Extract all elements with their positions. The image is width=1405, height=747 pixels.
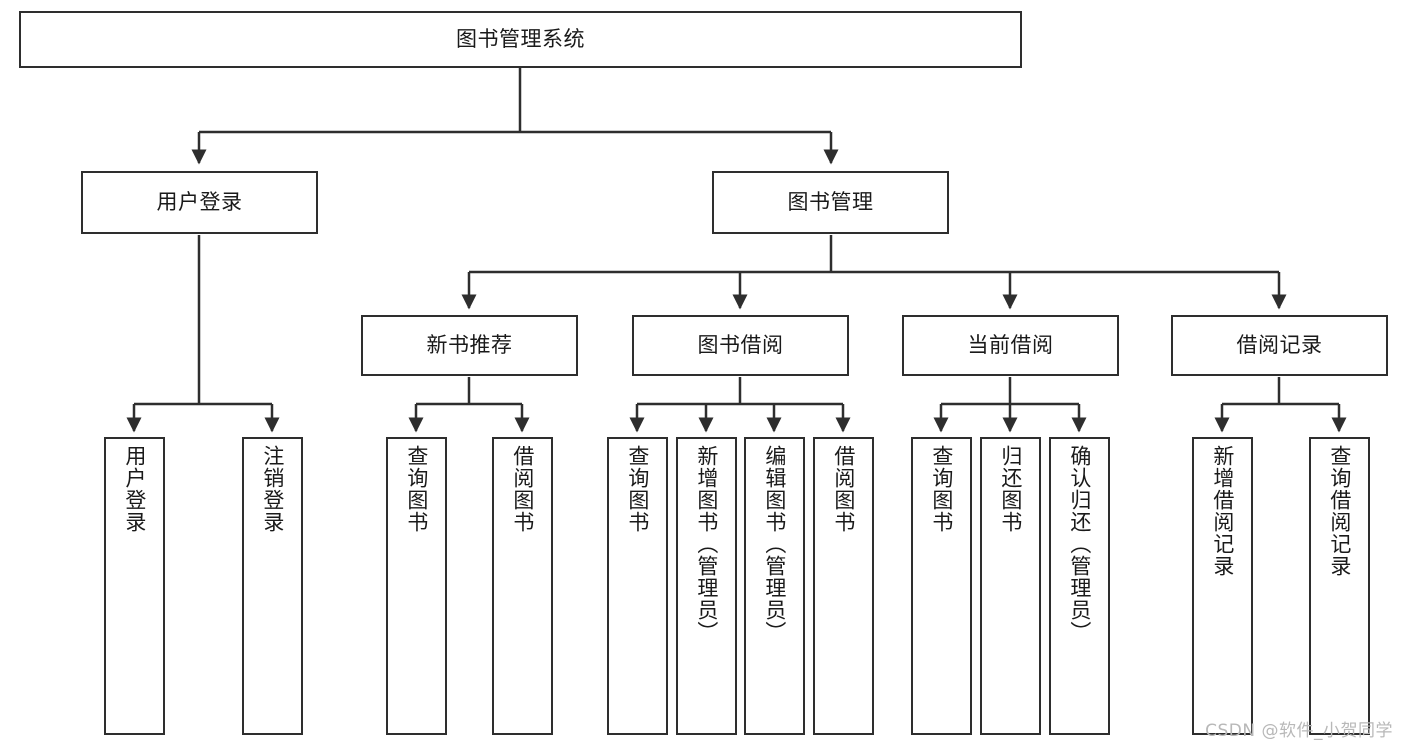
node-current-borrow[interactable]: 当前借阅 [902,315,1119,376]
leaf-label: 借阅图书 [510,445,535,533]
node-label: 图书管理 [787,190,874,215]
leaf-label: 用户登录 [122,445,147,533]
node-label: 用户登录 [156,190,243,215]
leaf-label: 编辑图书（管理员） [762,445,787,643]
leaf-current-borrow-return-book[interactable]: 归还图书 [980,437,1041,735]
leaf-current-borrow-confirm-return-admin[interactable]: 确认归还（管理员） [1049,437,1110,735]
leaf-book-borrow-edit-book-admin[interactable]: 编辑图书（管理员） [744,437,805,735]
leaf-new-book-borrow-book[interactable]: 借阅图书 [492,437,553,735]
leaf-label: 归还图书 [998,445,1023,533]
leaf-label: 借阅图书 [831,445,856,533]
leaf-label: 确认归还（管理员） [1067,445,1092,643]
leaf-label: 新增借阅记录 [1210,445,1235,577]
node-label: 当前借阅 [967,333,1054,358]
leaf-borrow-record-query-record[interactable]: 查询借阅记录 [1309,437,1370,735]
leaf-new-book-query-book[interactable]: 查询图书 [386,437,447,735]
leaf-label: 查询图书 [404,445,429,533]
leaf-label: 查询图书 [929,445,954,533]
node-borrow-record[interactable]: 借阅记录 [1171,315,1388,376]
leaf-borrow-record-add-record[interactable]: 新增借阅记录 [1192,437,1253,735]
leaf-book-borrow-query-book[interactable]: 查询图书 [607,437,668,735]
node-label: 新书推荐 [426,333,513,358]
leaf-label: 注销登录 [260,445,285,533]
node-label: 图书借阅 [697,333,784,358]
node-book-management[interactable]: 图书管理 [712,171,949,234]
leaf-label: 查询借阅记录 [1327,445,1352,577]
node-root-book-management-system[interactable]: 图书管理系统 [19,11,1022,68]
node-user-login[interactable]: 用户登录 [81,171,318,234]
node-new-book-recommend[interactable]: 新书推荐 [361,315,578,376]
leaf-user-login-login[interactable]: 用户登录 [104,437,165,735]
leaf-book-borrow-borrow-book[interactable]: 借阅图书 [813,437,874,735]
node-label: 图书管理系统 [456,27,585,52]
node-label: 借阅记录 [1236,333,1323,358]
leaf-label: 新增图书（管理员） [694,445,719,643]
csdn-watermark: CSDN @软件_小贺同学 [1205,721,1393,741]
leaf-current-borrow-query-book[interactable]: 查询图书 [911,437,972,735]
node-book-borrow[interactable]: 图书借阅 [632,315,849,376]
leaf-label: 查询图书 [625,445,650,533]
leaf-book-borrow-add-book-admin[interactable]: 新增图书（管理员） [676,437,737,735]
leaf-user-login-logout[interactable]: 注销登录 [242,437,303,735]
